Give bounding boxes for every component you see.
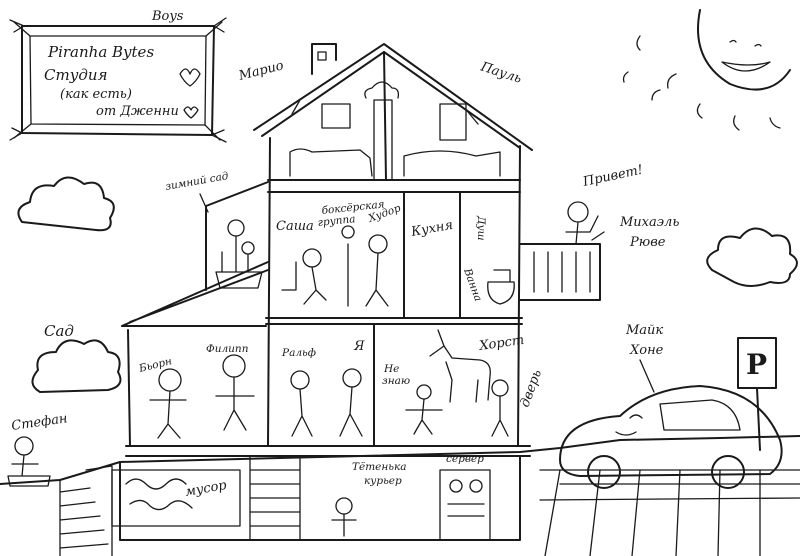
label-michael-2: Рюве: [629, 235, 666, 250]
label-michael: Михаэль: [619, 215, 679, 230]
basement-stairs: [249, 455, 301, 541]
parking-sign-icon: P: [737, 337, 777, 451]
label-mike-2: Хоне: [629, 343, 664, 358]
sign-line-1: Piranha Bytes: [47, 43, 154, 61]
label-horst: Хорст: [477, 333, 525, 354]
label-courier: курьер: [364, 475, 402, 487]
label-stefan: Стефан: [10, 411, 68, 434]
unicorn-icon: [429, 329, 491, 403]
ground-line: [0, 435, 800, 485]
trash-bin: [111, 469, 241, 527]
bed-left: [289, 148, 373, 177]
heart-icon-2: [183, 106, 199, 119]
label-hello: Привет!: [581, 163, 645, 191]
label-mike: Майк: [625, 323, 663, 338]
bed-right: [403, 150, 501, 177]
car-icon: [559, 385, 783, 489]
label-kitchen: Кухня: [409, 218, 454, 240]
label-bathroom: Ванна: [461, 266, 484, 303]
label-winter-garden: зимний сад: [164, 170, 229, 193]
label-mario: Марио: [236, 58, 285, 84]
label-bjorn: Бьорн: [137, 355, 173, 375]
label-sasha: Саша: [276, 219, 314, 234]
sign-line-4: от Дженни: [96, 104, 179, 119]
heart-icon: [179, 68, 201, 87]
cloud-icon-left: [17, 176, 115, 232]
label-garden: Сад: [44, 322, 74, 340]
label-ralf: Ральф: [281, 347, 316, 359]
label-ne-znayu-2: знаю: [382, 375, 410, 387]
sign-line-3: (как есть): [60, 87, 132, 102]
pointer-arrows: [199, 99, 655, 393]
sun-icon: [622, 9, 791, 131]
house-icon: [111, 43, 601, 541]
server-rack: [439, 469, 491, 541]
studio-sign: Boys Piranha Bytes Студия (как есть) от …: [9, 9, 227, 143]
sign-line-2: Студия: [44, 66, 108, 84]
cloud-icon-lower-left: [31, 339, 122, 393]
label-ne-znayu: Не: [383, 363, 399, 375]
road-hatching: [544, 469, 761, 556]
label-boxing-group-2: группа: [317, 213, 356, 229]
stairs-left: [59, 465, 113, 556]
sofa-icon: [364, 81, 400, 99]
flower-icon: [215, 219, 263, 289]
label-philipp: Филипп: [206, 343, 249, 355]
parking-letter: P: [746, 348, 767, 381]
label-trash: мусор: [184, 478, 228, 500]
people: [7, 81, 599, 537]
cloud-icon-right: [706, 227, 798, 287]
label-server: сервер: [446, 453, 484, 465]
label-ya: Я: [353, 339, 365, 354]
label-aunt: Тётенька: [352, 461, 407, 473]
sign-corner: Boys: [151, 9, 184, 24]
label-shower: Душ: [475, 215, 487, 241]
label-paul: Пауль: [478, 59, 524, 87]
label-door: дверь: [518, 368, 545, 410]
